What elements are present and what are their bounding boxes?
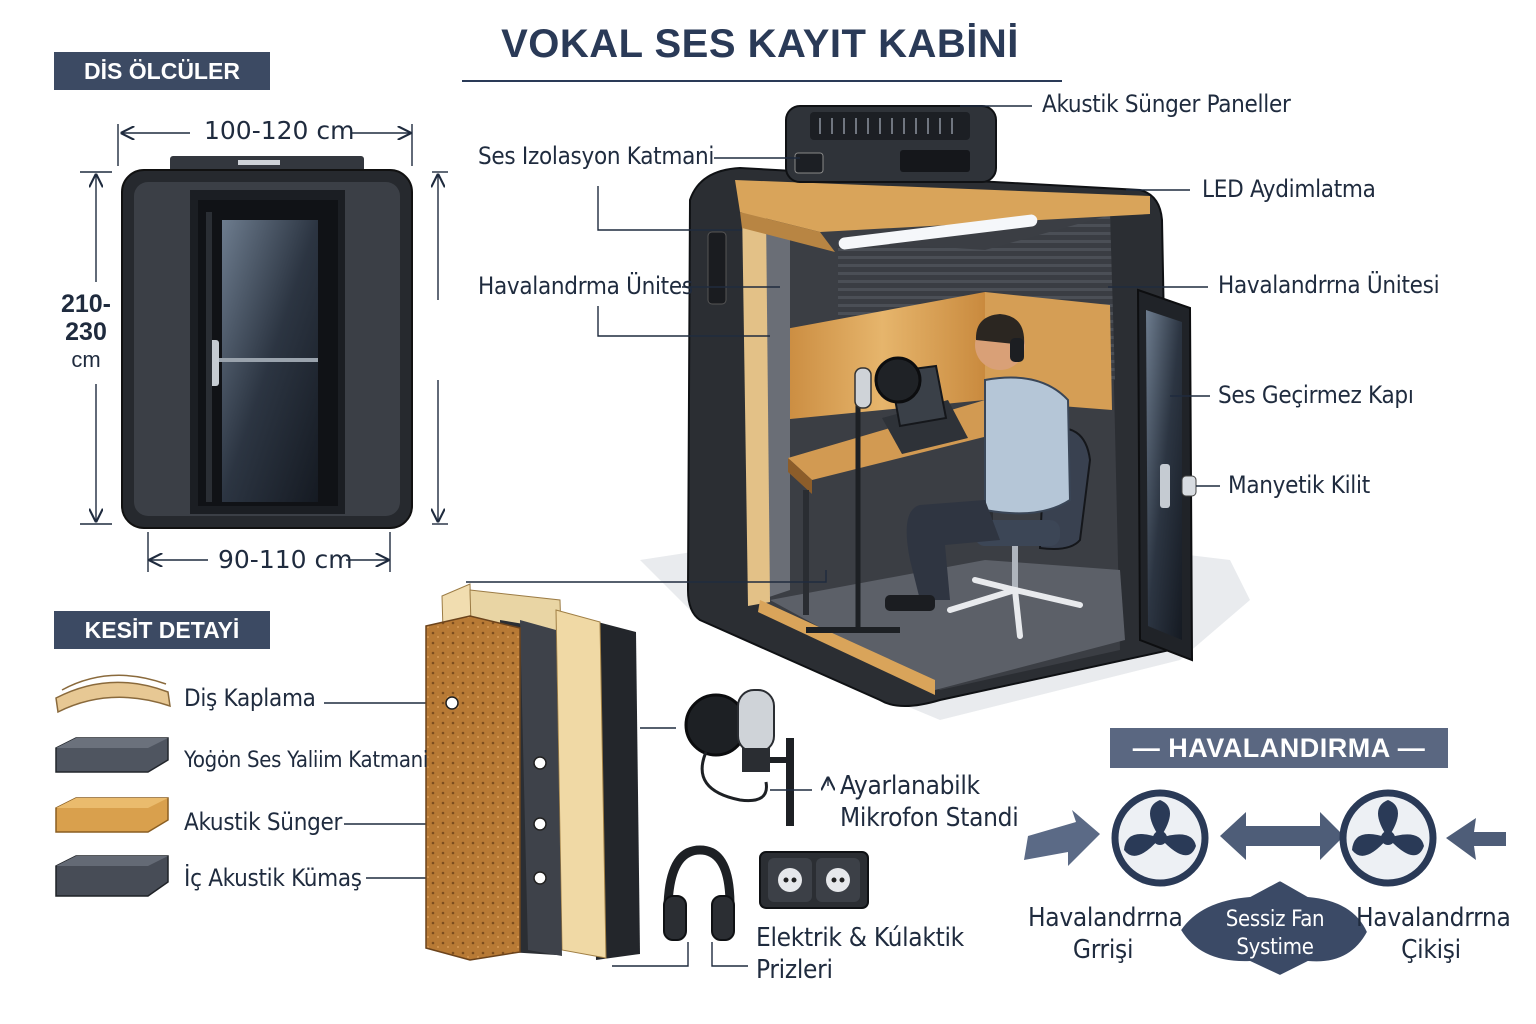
- dimension-height-line2: 230: [65, 318, 107, 346]
- layer-icon-dense-insulation: [55, 737, 169, 773]
- layer-label-acoustic-foam: Akustik Sünger: [184, 808, 343, 836]
- mic-stand-label-line1: Ayarlanabilk: [840, 771, 980, 801]
- callout-lines: [466, 105, 1220, 583]
- layer-icon-acoustic-foam: [55, 797, 169, 833]
- microphone-illustration: [684, 689, 828, 826]
- silent-fan-line2: Systime: [1236, 935, 1314, 960]
- mic-stand-label-line2: Mikrofon Standi: [840, 803, 1019, 833]
- ventilation-outlet-line2: Çikişi: [1401, 935, 1461, 965]
- layer-icon-exterior: [55, 674, 171, 714]
- ventilation-outlet-line1: Havalandrrna: [1356, 903, 1511, 933]
- dimension-height-unit: cm: [71, 347, 101, 372]
- ventilation-inlet-line1: Havalandrrna: [1028, 903, 1183, 933]
- dimension-height-line1: 210-: [60, 290, 112, 318]
- dimension-width-bottom: 90-110 cm: [218, 545, 353, 574]
- layer-label-inner-fabric: İç Akustik Kümaş: [184, 864, 362, 892]
- headphones-illustration: [612, 845, 748, 967]
- callout-acoustic-panels: Akustik Sünger Paneller: [1042, 90, 1291, 118]
- dimension-width-top: 100-120 cm: [204, 116, 355, 145]
- callout-led-lighting: LED Aydimlatma: [1202, 175, 1376, 203]
- sockets-label-line2: Prizleri: [756, 955, 833, 985]
- sockets-label-line1: Elektrik & Kúlaktik: [756, 923, 964, 953]
- title-underline: [462, 80, 1062, 82]
- ventilation-inlet-line2: Grrişi: [1072, 935, 1134, 965]
- ventilation-diagram: [1024, 789, 1506, 978]
- ventilation-section-badge: — HAVALANDIRMA —: [1110, 728, 1448, 768]
- dimension-height: 210- 230 cm: [58, 290, 114, 374]
- dimension-lines: [80, 124, 448, 572]
- ventilation-inlet-label: Havalandrrna Grrişi: [1028, 902, 1183, 966]
- cross-section-badge: KESİT DETAYİ: [54, 611, 270, 649]
- cabin-cutaway: [640, 105, 1250, 720]
- wall-cross-section: [425, 583, 676, 961]
- silent-fan-line1: Sessiz Fan: [1225, 907, 1325, 932]
- front-view-cabin: [121, 156, 413, 529]
- callout-soundproof-door: Ses Geçirmez Kapı: [1218, 381, 1414, 409]
- electrical-sockets-illustration: [759, 851, 869, 909]
- callout-isolation-layer: Ses Izolasyon Katmani: [478, 142, 715, 170]
- layer-icon-inner-fabric: [55, 855, 169, 897]
- ventilation-outlet-label: Havalandrrna Çikişi: [1356, 902, 1511, 966]
- page-title: VOKAL SES KAYIT KABİNİ: [501, 22, 1019, 66]
- sockets-label: Elektrik & Kúlaktik Prizleri: [756, 922, 964, 986]
- mic-stand-label: Ayarlanabilk Mikrofon Standi: [840, 770, 1019, 834]
- callout-magnetic-lock: Manyetik Kilit: [1228, 471, 1370, 499]
- layer-label-exterior: Diş Kaplama: [184, 684, 316, 712]
- layer-label-dense-insulation: Yoġȯn Ses Yaliim Katmani: [184, 748, 429, 773]
- dimensions-section-badge: DİS ÖLCÜLER: [54, 52, 270, 90]
- silent-fan-label: Sessiz Fan Systime: [1200, 906, 1350, 962]
- callout-ventilation-unit-left: Havalandrma Ünites: [478, 272, 693, 300]
- callout-ventilation-unit-right: Havalandrrna Ünitesi: [1218, 271, 1440, 299]
